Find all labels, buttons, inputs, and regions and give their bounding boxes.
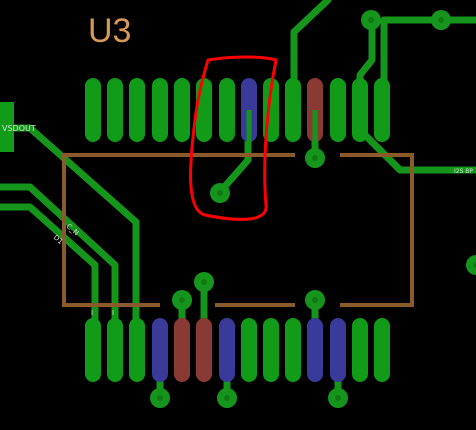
bottom-pad-8[interactable] [241, 318, 257, 382]
net-label-vsdout: VSDOUT [2, 124, 36, 133]
silk-left [62, 153, 295, 307]
bottom-pad-13[interactable] [352, 318, 368, 382]
via-under-pad-11-hole [312, 155, 318, 161]
via-right-edge[interactable] [466, 255, 476, 275]
bottom-pad-9[interactable] [263, 318, 279, 382]
top-pad-5[interactable] [174, 78, 190, 142]
net-label-vert-1: I [91, 309, 93, 317]
top-pad-6[interactable] [196, 78, 212, 142]
top-pad-2[interactable] [107, 78, 123, 142]
bottom-pad-3[interactable] [129, 318, 145, 382]
bottom-pad-2[interactable] [107, 318, 123, 382]
top-pad-1[interactable] [85, 78, 101, 142]
annotation-circle [189, 55, 278, 221]
via-bottom-5-hole [224, 395, 230, 401]
top-pad-13[interactable] [352, 78, 368, 142]
trace-c-n[interactable] [0, 183, 119, 354]
bottom-pad-5[interactable] [174, 318, 190, 382]
via-bottom-6-hole [335, 395, 341, 401]
via-right-edge-hole [473, 262, 476, 268]
bottom-pad-6[interactable] [196, 318, 212, 382]
silkscreen-outline [62, 153, 414, 307]
net-label-vert-2: I [112, 309, 114, 317]
bottom-pad-4[interactable] [152, 318, 168, 382]
via-bottom-1-hole [201, 279, 207, 285]
bottom-pad-14[interactable] [374, 318, 390, 382]
component-designator: U3 [88, 12, 131, 50]
via-top-right-1-hole [368, 17, 374, 23]
trace-top-1[interactable] [290, 0, 332, 36]
via-annotated-hole [217, 190, 223, 196]
via-bottom-3-hole [312, 297, 318, 303]
via-bottom-4-hole [157, 395, 163, 401]
bottom-pad-row [85, 318, 390, 382]
bottom-pad-12[interactable] [330, 318, 346, 382]
top-pad-10[interactable] [285, 78, 301, 142]
edge-pad[interactable] [0, 102, 14, 152]
top-pad-14[interactable] [374, 78, 390, 142]
bottom-pad-7[interactable] [219, 318, 235, 382]
via-bottom-2-hole [179, 297, 185, 303]
via-top-right-2-hole [438, 17, 444, 23]
trace-vsdout[interactable] [0, 124, 140, 354]
via-layer [150, 10, 476, 408]
bottom-pad-11[interactable] [307, 318, 323, 382]
top-pad-12[interactable] [330, 78, 346, 142]
top-pad-3[interactable] [129, 78, 145, 142]
bottom-pad-10[interactable] [285, 318, 301, 382]
trace-i2s[interactable] [356, 126, 476, 174]
top-pad-7[interactable] [219, 78, 235, 142]
net-label-i2s: I2S BP [454, 168, 473, 175]
top-pad-4[interactable] [152, 78, 168, 142]
bottom-pad-1[interactable] [85, 318, 101, 382]
silk-right [340, 153, 414, 307]
